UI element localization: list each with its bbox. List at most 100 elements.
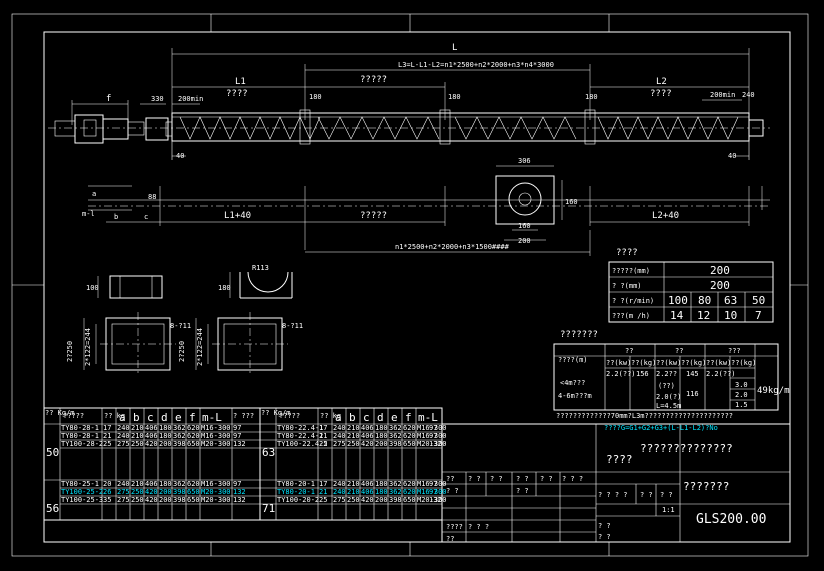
pl-h0: ?? Kg/m	[45, 409, 75, 417]
tb-c9: ????	[446, 523, 463, 531]
pl-mass-1: 56	[46, 502, 59, 515]
pl-cell: 240	[117, 480, 130, 488]
pr-cell: 240	[333, 432, 346, 440]
pl-cell: 240	[117, 424, 130, 432]
spec-value-0: 200	[710, 264, 730, 277]
power-v1: 2.2(??)	[606, 370, 636, 378]
pr-cell: 398	[389, 496, 402, 504]
power-v9: 3.0	[735, 381, 748, 389]
tb-c1: ??	[446, 475, 454, 483]
pl-cell: 26	[103, 488, 111, 496]
pr-cell: 362	[389, 480, 402, 488]
spec-rpm-2: 63	[724, 294, 737, 307]
pr-cell: 420	[361, 496, 374, 504]
pr-cell: 25	[319, 496, 327, 504]
dim-mid2: ?????	[360, 211, 387, 221]
power-v10: 2.0	[735, 391, 748, 399]
pl-h5: c	[147, 411, 154, 424]
pr-h1: ?????	[279, 412, 300, 420]
pl-cell: M16-300	[201, 432, 231, 440]
pl-cell: 210	[131, 480, 144, 488]
dim-L1: L1	[235, 77, 246, 87]
power-sub-3: ??(kg)	[681, 359, 706, 367]
power-v11: 1.5	[735, 401, 748, 409]
power-note: ?????????????70mm?L3m???????????????????…	[556, 412, 733, 420]
tb-company: ????	[606, 453, 633, 466]
pl-cell: M16-300	[201, 424, 231, 432]
power-sub-1: ??(kg)	[631, 359, 656, 367]
tb-c6: ? ? ?	[562, 475, 583, 483]
dim-hole1: 8-?11	[170, 322, 191, 330]
pl-cell: 35	[103, 496, 111, 504]
pl-cell: 275	[117, 488, 130, 496]
pl-h7: e	[175, 411, 182, 424]
pr-cell: 650	[403, 440, 416, 448]
dim-200min-right: 200min	[710, 91, 735, 99]
pr-cell: 275	[333, 440, 346, 448]
pl-cell: 650	[187, 488, 200, 496]
pl-cell: 406	[145, 424, 158, 432]
pr-cell: 620	[403, 480, 416, 488]
tb-c16: ? ?	[598, 533, 611, 541]
pr-h0: ?? Kg/m	[261, 409, 291, 417]
tb-c5: ? ?	[540, 475, 553, 483]
dim-L2-40: L2+40	[652, 211, 679, 221]
pr-cell: 420	[361, 440, 374, 448]
conveyor-plan	[88, 165, 770, 256]
dim-c: c	[144, 213, 148, 221]
pl-cell: TY100-25-2	[61, 488, 103, 496]
spec-rpm-0: 100	[668, 294, 688, 307]
dim-L2: L2	[656, 77, 667, 87]
pr-cell: 362	[389, 432, 402, 440]
pl-mass-0: 50	[46, 446, 59, 459]
pl-cell: 20	[103, 480, 111, 488]
tb-c10: ? ? ?	[468, 523, 489, 531]
pr-cell: 132	[429, 496, 442, 504]
pl-h9: m-L	[202, 411, 222, 424]
power-v12: L=4.5m	[656, 402, 681, 410]
spec-label-3: ???(m /h)	[612, 312, 650, 320]
dim-v250a: 2?250	[66, 341, 74, 362]
pl-cell: 25	[103, 440, 111, 448]
pl-cell: M20-300	[201, 440, 231, 448]
spec-label-0: ?????(mm)	[612, 267, 650, 275]
tb-c7: ? ?	[446, 487, 459, 495]
spec-cap-0: 14	[670, 309, 684, 322]
pl-cell: 620	[187, 480, 200, 488]
power-v7: 2.0(?)	[656, 393, 681, 401]
pr-cell: M20-300	[417, 440, 447, 448]
pr-cell: 240	[333, 488, 346, 496]
spec-cap-1: 12	[697, 309, 710, 322]
pr-cell: M16-300	[417, 424, 447, 432]
pr-cell: 17	[319, 480, 327, 488]
power-v3: 2.2??	[656, 370, 677, 378]
pl-cell: 200	[159, 440, 172, 448]
pr-cell: TY80-22.4-1	[277, 424, 323, 432]
pr-cell: 200	[375, 496, 388, 504]
pl-cell: 398	[173, 496, 186, 504]
power-v5: 2.2(??)	[706, 370, 736, 378]
power-title: ???????	[560, 330, 598, 340]
dim-L1-40: L1+40	[224, 211, 251, 221]
tb-c3: ? ?	[490, 475, 503, 483]
pl-cell: 250	[131, 488, 144, 496]
conveyor-elevation	[48, 48, 770, 160]
pr-mass-0: 63	[262, 446, 275, 459]
pr-cell: 210	[347, 424, 360, 432]
pl-cell: 250	[131, 440, 144, 448]
pr-cell: TY100-20-2	[277, 496, 319, 504]
dim-160v: 160	[565, 198, 578, 206]
dim-bottom-formula: n1*2500+n2*2000+n3*1500####	[395, 243, 510, 251]
pl-cell: 362	[173, 432, 186, 440]
dim-L3: L3=L-L1-L2=n1*2500+n2*2000+n3*n4*3000	[398, 61, 554, 69]
pl-cell: TY80-28-1	[61, 432, 99, 440]
power-formula: ????G=G1+G2+G3+(L-L1-L2)?No	[604, 424, 718, 432]
power-v6: (??)	[658, 382, 675, 390]
tb-code: GLS200.00	[696, 512, 766, 527]
power-v8: 116	[686, 390, 699, 398]
dim-40b: 40	[728, 152, 736, 160]
pr-cell: 180	[375, 480, 388, 488]
pl-cell: 620	[187, 424, 200, 432]
dim-v250b: 2?250	[178, 341, 186, 362]
pr-cell: 210	[347, 480, 360, 488]
